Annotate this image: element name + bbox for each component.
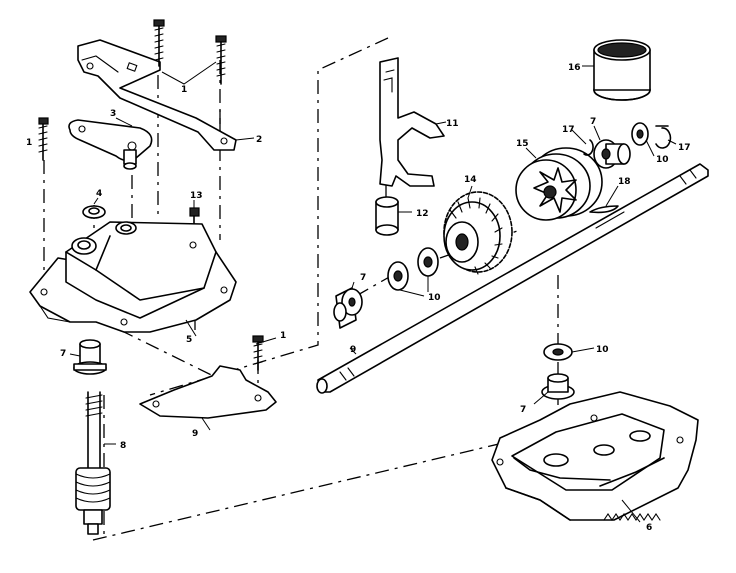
screw-1-lower [252,335,264,371]
callout-10-right: 10 [656,155,669,165]
callout-17-right: 17 [678,143,691,153]
callout-16: 16 [568,63,581,73]
callout-7-lower: 7 [520,405,526,415]
washer-4 [82,205,106,219]
screw-1-top-left [153,19,165,67]
screw-1-top-right [215,35,227,85]
callout-5: 5 [186,335,192,345]
bushing-7-shaft [333,287,363,329]
clip-17-right [655,125,672,149]
callout-18: 18 [618,177,631,187]
callout-9: 9 [350,345,356,355]
bevel-gear [443,191,513,275]
callout-11: 11 [446,119,459,129]
callout-4: 4 [96,189,102,199]
callout-7-right: 7 [590,117,596,127]
clip-17-left [583,139,594,156]
mounting-plate [139,365,277,419]
callout-6: 6 [646,523,652,533]
bushing-12 [375,196,399,236]
bushing-7-lower [541,373,575,400]
lower-housing [491,391,699,521]
bushing-7-left [73,339,107,375]
callout-8: 8 [120,441,126,451]
callout-7-shaft: 7 [360,273,366,283]
callout-7-left: 7 [60,349,66,359]
axle-shaft [316,163,709,394]
shift-lever [68,119,153,170]
callout-15: 15 [516,139,529,149]
housing-cover [29,221,237,333]
callout-1-lower: 1 [280,331,286,341]
leader-lines [69,61,677,523]
shifter-fork [379,57,445,187]
callout-1-top: 1 [181,85,187,95]
callout-labels: 1 2 3 1 4 13 5 7 8 1 9 9 11 12 14 15 16 … [26,63,691,533]
callout-19: 9 [192,429,198,439]
callout-13: 13 [190,191,203,201]
clutch-cone [515,147,603,221]
worm-shaft [75,391,111,535]
washer-10-lower [543,343,573,361]
washer-10-right [631,122,649,146]
screw-1-left [38,117,49,161]
callout-1-left: 1 [26,138,32,148]
drive-sleeve [593,39,651,101]
bushing-7-right [593,139,631,169]
washer-10-shaft-a [387,261,409,291]
washer-10-shaft-b [417,247,439,277]
callout-2: 2 [256,135,262,145]
callout-12: 12 [416,209,429,219]
callout-14: 14 [464,175,477,185]
key-18 [589,205,619,214]
callout-17-left: 17 [562,125,575,135]
callout-10-lower: 10 [596,345,609,355]
top-bracket [77,39,237,151]
callout-3: 3 [110,109,116,119]
callout-10-shaft: 10 [428,293,441,303]
